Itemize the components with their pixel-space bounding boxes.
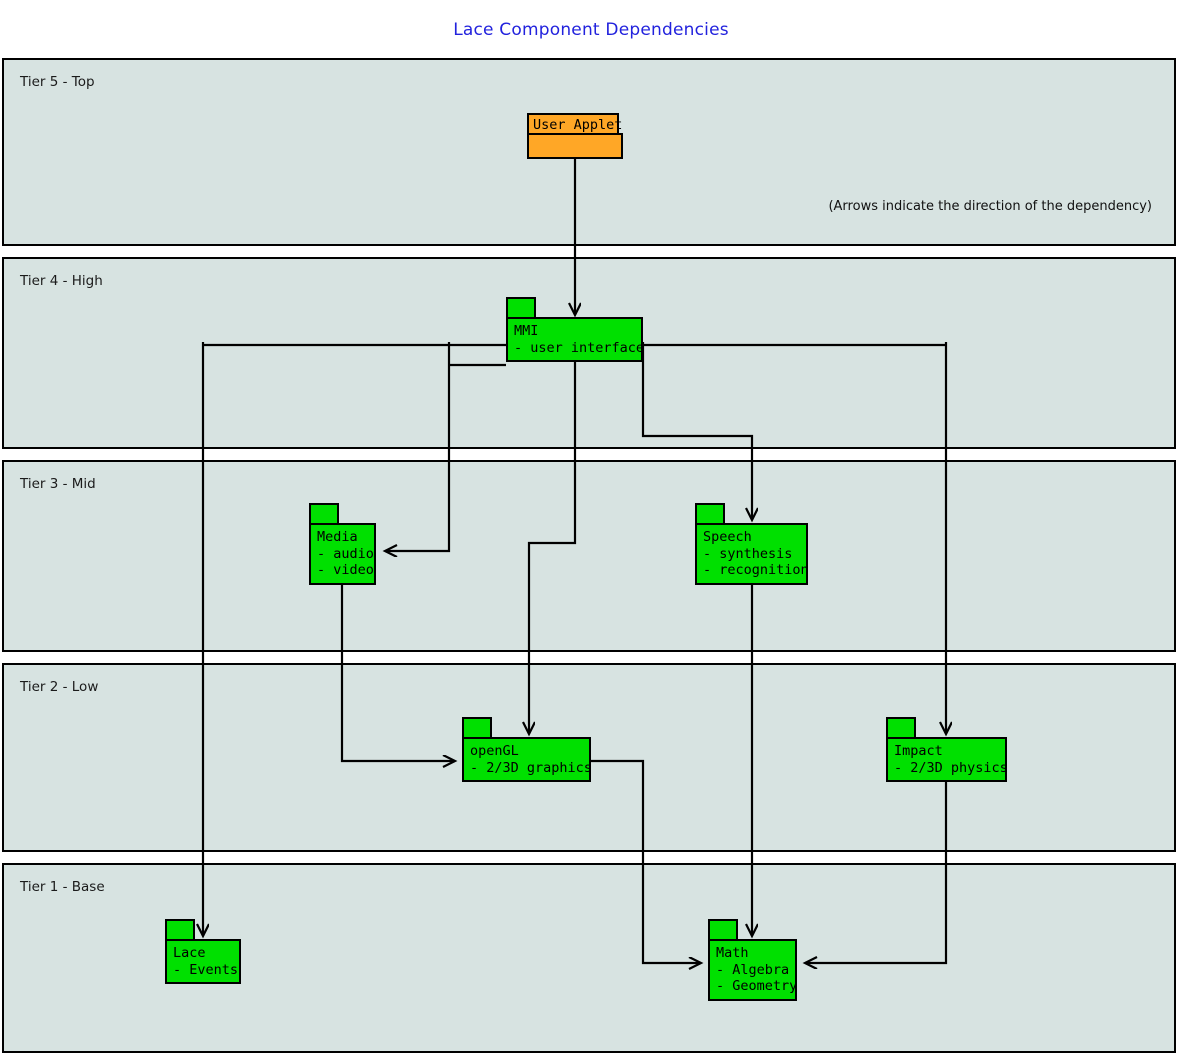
package-math-label: Math - Algebra - Geometry	[716, 945, 798, 994]
tier-label-4: Tier 4 - High	[20, 273, 103, 289]
package-mmi-body: MMI - user interface	[506, 317, 645, 362]
tier-label-3: Tier 3 - Mid	[20, 476, 96, 492]
package-user-applet-tab: User Applet	[527, 113, 622, 135]
package-speech-tab	[695, 503, 725, 525]
package-media-tab	[309, 503, 339, 525]
package-impact-tab	[886, 717, 916, 739]
tier-band-1: Tier 1 - Base	[2, 863, 1176, 1053]
package-lace-label: Lace - Events	[173, 945, 239, 978]
package-speech-label: Speech - synthesis - recognition	[703, 529, 809, 578]
package-impact[interactable]: Impact - 2/3D physics	[886, 717, 1008, 782]
package-lace-body: Lace - Events	[165, 939, 241, 984]
package-mmi-tab	[506, 297, 536, 319]
package-media[interactable]: Media - audio - video	[309, 503, 376, 585]
package-math-body: Math - Algebra - Geometry	[708, 939, 797, 1001]
package-user-applet-body	[527, 133, 623, 159]
package-opengl[interactable]: openGL - 2/3D graphics	[462, 717, 592, 782]
tier-band-3: Tier 3 - Mid	[2, 460, 1176, 652]
package-math[interactable]: Math - Algebra - Geometry	[708, 919, 797, 1001]
package-media-label: Media - audio - video	[317, 529, 374, 578]
package-speech-body: Speech - synthesis - recognition	[695, 523, 809, 585]
page-title: Lace Component Dependencies	[453, 20, 729, 40]
package-impact-label: Impact - 2/3D physics	[894, 743, 1008, 776]
package-media-body: Media - audio - video	[309, 523, 376, 585]
package-lace[interactable]: Lace - Events	[165, 919, 241, 984]
package-speech[interactable]: Speech - synthesis - recognition	[695, 503, 809, 585]
arrow-direction-note: (Arrows indicate the direction of the de…	[828, 199, 1152, 214]
tier-label-1: Tier 1 - Base	[20, 879, 105, 895]
package-impact-body: Impact - 2/3D physics	[886, 737, 1008, 782]
package-lace-tab	[165, 919, 195, 941]
tier-label-5: Tier 5 - Top	[20, 74, 95, 90]
tier-label-2: Tier 2 - Low	[20, 679, 99, 695]
package-math-tab	[708, 919, 738, 941]
package-user-applet[interactable]: User Applet	[527, 113, 623, 159]
package-mmi[interactable]: MMI - user interface	[506, 297, 645, 362]
package-opengl-label: openGL - 2/3D graphics	[470, 743, 592, 776]
tier-band-4: Tier 4 - High	[2, 257, 1176, 449]
package-opengl-tab	[462, 717, 492, 739]
package-opengl-body: openGL - 2/3D graphics	[462, 737, 592, 782]
package-mmi-label: MMI - user interface	[514, 323, 645, 356]
